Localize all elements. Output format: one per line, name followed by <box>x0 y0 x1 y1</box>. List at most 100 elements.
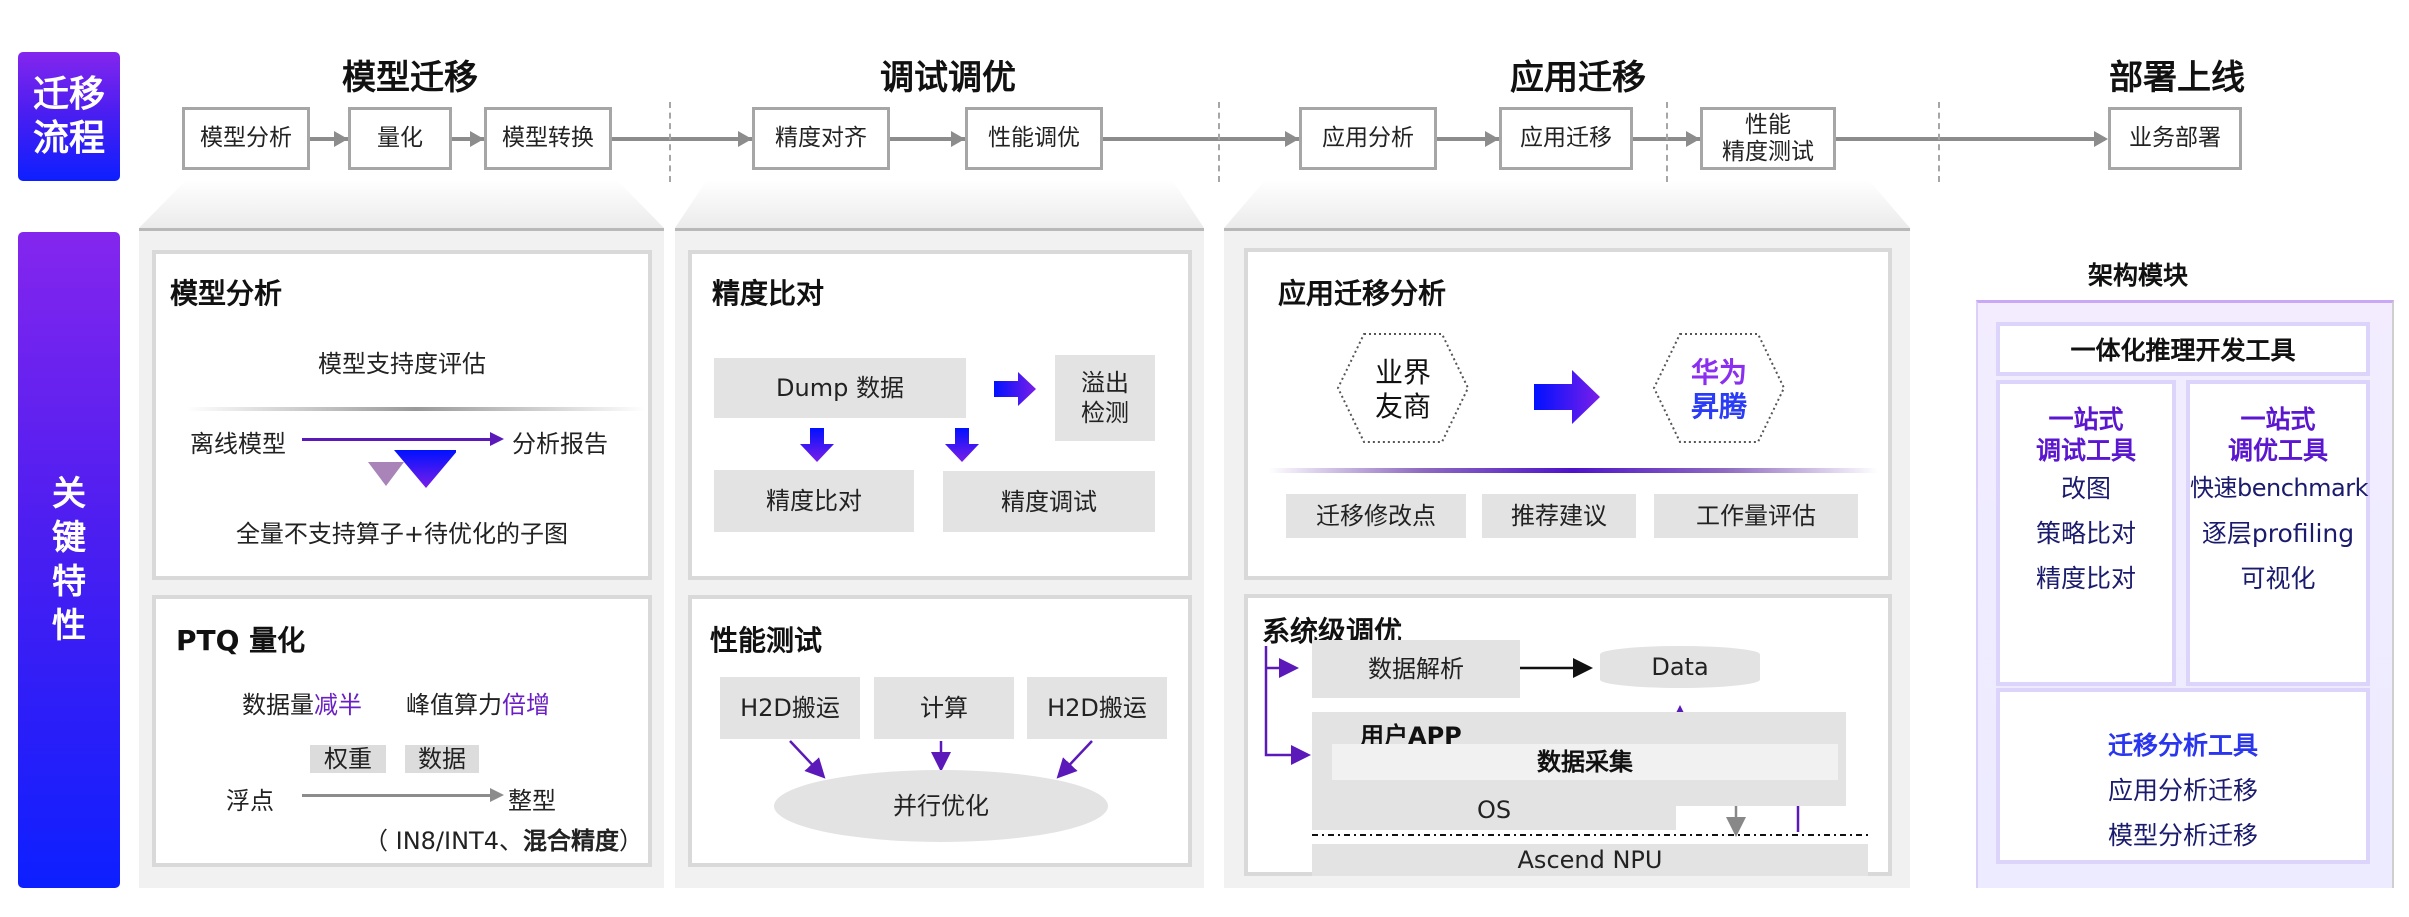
gradient-divider <box>1268 468 1878 473</box>
hexagon-target <box>1652 333 1786 443</box>
arrow-head-icon <box>490 788 504 802</box>
compute-doubled: 峰值算力倍增 <box>406 685 550 720</box>
h2d-transfer-box: H2D搬运 <box>720 677 860 739</box>
debug-tool-item: 精度比对 <box>2035 564 2136 593</box>
migration-tool-box: 迁移分析工具 应用分析迁移 模型分析迁移 <box>1996 688 2370 864</box>
card-title: 应用迁移分析 <box>1278 277 1447 310</box>
arrow-head-icon <box>490 432 504 446</box>
tag-data: 数据 <box>405 745 479 773</box>
card-title: 模型分析 <box>170 277 283 310</box>
flow-step-app-analysis[interactable]: 应用分析 <box>1299 107 1437 170</box>
migration-arrow-icon <box>1534 370 1600 424</box>
ascend-label: 昇腾 <box>1690 390 1747 423</box>
migration-flow-label-line2: 流程 <box>32 117 105 159</box>
precision-note-prefix: （ IN8/INT4、 <box>364 827 523 855</box>
tune-tool-item: 快速benchmark <box>2190 474 2368 502</box>
workload-estimate: 工作量评估 <box>1654 494 1858 538</box>
flow-arrow-icon <box>2094 131 2108 147</box>
divider <box>186 407 646 411</box>
flow-arrow-icon <box>1686 131 1700 147</box>
down-arrow-icon <box>800 428 834 462</box>
hexagon-source <box>1336 333 1470 443</box>
flow-arrow-icon <box>738 131 752 147</box>
stage-title-app-migration: 应用迁移 <box>1510 58 1646 98</box>
card-title: 性能测试 <box>710 624 823 657</box>
flow-step-app-migration[interactable]: 应用迁移 <box>1499 107 1633 170</box>
huawei-ascend-label: 华为 昇腾 <box>1652 356 1786 424</box>
flow-step-perf-precision-test[interactable]: 性能 精度测试 <box>1700 107 1836 170</box>
card-title: PTQ 量化 <box>176 624 306 657</box>
compute-box: 计算 <box>874 677 1014 739</box>
recommendations: 推荐建议 <box>1482 494 1636 538</box>
flow-step-perf-tuning[interactable]: 性能调优 <box>965 107 1103 170</box>
migration-tool-head: 迁移分析工具 <box>2107 731 2258 760</box>
stage-divider <box>669 102 671 182</box>
precision-debug-box: 精度调试 <box>943 471 1155 532</box>
key-features-char: 性 <box>52 606 86 646</box>
right-arrow-icon <box>994 372 1036 406</box>
stage-divider <box>1938 102 1940 182</box>
flow-step-business-deploy[interactable]: 业务部署 <box>2108 107 2242 170</box>
stage-projection <box>1224 180 1910 228</box>
data-parse-box: 数据解析 <box>1312 640 1520 698</box>
overflow-detect-box: 溢出 检测 <box>1055 355 1155 441</box>
data-store: Data <box>1600 646 1760 688</box>
data-collect-box: 数据采集 <box>1332 744 1838 780</box>
card-precision-compare: 精度比对 Dump 数据 溢出 检测 精度比对 精度调试 <box>688 250 1192 580</box>
key-features-char: 键 <box>52 518 86 558</box>
stage-title-debug-tune: 调试调优 <box>880 58 1016 98</box>
stage-title-deployment: 部署上线 <box>2109 58 2245 98</box>
model-support-eval: 模型支持度评估 <box>318 350 486 378</box>
converge-arrows-icon <box>789 740 1093 779</box>
stage-projection <box>139 180 664 228</box>
migration-flow-label: 迁移 流程 <box>18 52 120 181</box>
card-model-analysis: 模型分析 模型支持度评估 离线模型 分析报告 全量不支持算子+待优化的子图 <box>152 250 652 580</box>
precision-note: （ IN8/INT4、混合精度） <box>364 821 643 856</box>
flow-step-model-analysis[interactable]: 模型分析 <box>182 107 310 170</box>
migration-change-points: 迁移修改点 <box>1286 494 1466 538</box>
tune-tool-head: 一站式 调优工具 <box>2227 405 2328 465</box>
architecture-title: 架构模块 <box>2087 261 2189 290</box>
debug-tool-item: 改图 <box>2060 474 2111 503</box>
compute-doubled-prefix: 峰值算力 <box>406 691 502 719</box>
huawei-label: 华为 <box>1690 356 1747 389</box>
migration-tool-item: 模型分析迁移 <box>2107 821 2258 850</box>
integrated-dev-tool-label: 一体化推理开发工具 <box>2070 336 2296 365</box>
flow-step-precision-align[interactable]: 精度对齐 <box>752 107 890 170</box>
flow-arrow-icon <box>1285 131 1299 147</box>
data-halved-prefix: 数据量 <box>242 691 314 719</box>
integrated-dev-tool: 一体化推理开发工具 <box>1996 322 2370 376</box>
funnel-icon <box>368 450 456 488</box>
debug-tool-head: 一站式 调试工具 <box>2035 405 2136 465</box>
precision-note-suffix: ） <box>618 827 643 855</box>
stage-divider <box>1666 102 1668 182</box>
card-title: 精度比对 <box>712 277 825 310</box>
tune-tool-box: 一站式 调优工具 快速benchmark 逐层profiling 可视化 <box>2186 380 2370 686</box>
integer-label: 整型 <box>508 787 556 815</box>
stage-title-model-migration: 模型迁移 <box>342 58 478 98</box>
key-features-char: 关 <box>52 474 86 514</box>
float-label: 浮点 <box>226 787 274 815</box>
tune-tool-item: 逐层profiling <box>2201 519 2355 548</box>
tune-tool-item: 可视化 <box>2240 564 2316 593</box>
migration-tool-item: 应用分析迁移 <box>2107 776 2258 805</box>
tag-weights: 权重 <box>310 745 386 773</box>
data-halved-highlight: 减半 <box>314 691 362 719</box>
h2d-transfer-box: H2D搬运 <box>1027 677 1167 739</box>
flow-step-model-conversion[interactable]: 模型转换 <box>484 107 612 170</box>
os-box: OS <box>1312 790 1676 830</box>
down-arrow-icon <box>945 428 979 462</box>
key-features-label: 关 键 特 性 <box>18 232 120 888</box>
flow-step-quantization[interactable]: 量化 <box>348 107 452 170</box>
dump-data-box: Dump 数据 <box>714 358 966 418</box>
flow-line <box>305 137 2105 141</box>
migration-flow-label-line1: 迁移 <box>32 73 105 115</box>
debug-tool-box: 一站式 调试工具 改图 策略比对 精度比对 <box>1996 380 2176 686</box>
analysis-arrow <box>302 438 490 441</box>
key-features-char: 特 <box>52 562 86 602</box>
stage-projection <box>675 180 1204 228</box>
data-halved: 数据量减半 <box>242 685 362 720</box>
stage-divider <box>1218 102 1220 182</box>
industry-vendor-label: 业界 友商 <box>1374 356 1431 423</box>
ascend-npu-box: Ascend NPU <box>1312 844 1868 876</box>
